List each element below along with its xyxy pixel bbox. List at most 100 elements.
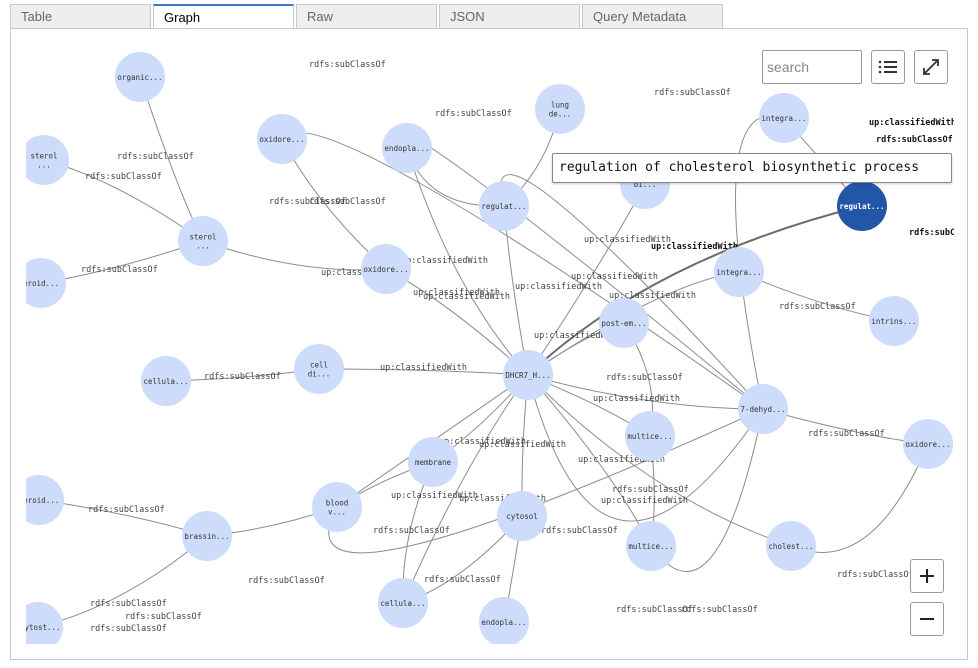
node-circle[interactable] <box>182 511 232 561</box>
graph-edge <box>527 374 764 410</box>
node-circle[interactable] <box>535 84 585 134</box>
edge-label: up:classifiedWith <box>391 491 478 501</box>
node-circle[interactable] <box>378 578 428 628</box>
graph-node-cellula1[interactable]: cellula... <box>141 356 191 406</box>
node-circle[interactable] <box>869 296 919 346</box>
graph-node-integra2[interactable]: integra... <box>714 247 764 297</box>
node-circle[interactable] <box>294 344 344 394</box>
graph-node-multice1[interactable]: multice... <box>625 411 675 461</box>
graph-node-cellula2[interactable]: cellula... <box>378 578 428 628</box>
edge-label: up:classifiedWith <box>869 117 956 128</box>
edge-label: up:classifiedWith <box>584 235 671 245</box>
graph-node-intrins[interactable]: intrins... <box>869 296 919 346</box>
search-input[interactable] <box>762 50 862 84</box>
tab-table[interactable]: Table <box>10 4 151 28</box>
node-label: brassin... <box>184 532 229 541</box>
graph-node-bloodv[interactable]: bloodv... <box>312 482 362 532</box>
node-circle[interactable] <box>497 491 547 541</box>
node-circle[interactable] <box>382 123 432 173</box>
graph-node-oxidore3[interactable]: oxidore... <box>903 419 953 469</box>
graph-node-organic[interactable]: organic... <box>115 52 165 102</box>
node-label: cell <box>310 361 328 370</box>
node-circle[interactable] <box>625 411 675 461</box>
graph-node-multice2[interactable]: multice... <box>626 521 676 571</box>
node-circle[interactable] <box>766 521 816 571</box>
graph-node-oxidore1[interactable]: oxidore... <box>257 114 307 164</box>
node-circle[interactable] <box>13 602 63 652</box>
graph-node-sterol1[interactable]: sterol... <box>19 135 69 185</box>
node-circle[interactable] <box>16 258 66 308</box>
zoom-in-button[interactable] <box>910 559 944 593</box>
node-label: phytost... <box>15 623 60 632</box>
edge-label: rdfs:subClassOf <box>248 576 325 586</box>
list-icon <box>878 60 897 74</box>
graph-node-cytosol[interactable]: cytosol <box>497 491 547 541</box>
node-circle[interactable] <box>479 597 529 647</box>
node-circle[interactable] <box>408 437 458 487</box>
fullscreen-button[interactable] <box>914 50 948 84</box>
graph-node-postem[interactable]: post-em... <box>599 298 649 348</box>
edge-label: rdfs:subClassOf <box>81 265 158 275</box>
node-label: integra... <box>761 114 806 123</box>
node-circle[interactable] <box>599 298 649 348</box>
graph-edge <box>402 374 529 604</box>
node-circle[interactable] <box>479 181 529 231</box>
node-tooltip: regulation of cholesterol biosynthetic p… <box>552 153 952 183</box>
graph-node-sterol2[interactable]: sterol... <box>178 216 228 266</box>
edge-label: rdfs:subClassOf <box>808 429 885 439</box>
graph-edge <box>328 408 764 554</box>
edge-label: up:classifiedWith <box>423 292 510 302</box>
node-label: cytosol <box>506 512 538 521</box>
node-circle[interactable] <box>759 93 809 143</box>
expand-icon <box>923 59 939 75</box>
graph-node-celldi[interactable]: celldi... <box>294 344 344 394</box>
tab-graph[interactable]: Graph <box>153 4 294 29</box>
node-circle[interactable] <box>178 216 228 266</box>
node-circle[interactable] <box>141 356 191 406</box>
edge-label: rdfs:subClassOf <box>309 197 386 207</box>
node-label: multice... <box>627 432 672 441</box>
node-circle[interactable] <box>714 247 764 297</box>
graph-node-lung[interactable]: lungde... <box>535 84 585 134</box>
node-circle[interactable] <box>503 350 553 400</box>
edge-label: up:classifiedWith <box>401 256 488 266</box>
node-circle[interactable] <box>361 244 411 294</box>
node-circle[interactable] <box>903 419 953 469</box>
graph-node-regulat1[interactable]: regulat... <box>479 181 529 231</box>
graph-node-phytost[interactable]: phytost... <box>13 602 63 652</box>
list-button[interactable] <box>871 50 905 84</box>
graph-node-endopla1[interactable]: endopla... <box>382 123 432 173</box>
edge-label: up:classifiedWith <box>380 363 467 373</box>
graph-node-membrane[interactable]: membrane <box>408 437 458 487</box>
node-label: sterol <box>30 152 57 161</box>
edge-label: up:classifiedWith <box>413 288 500 298</box>
tab-query-metadata[interactable]: Query Metadata <box>582 4 723 28</box>
edge-label: up:classifiedWith <box>578 455 665 465</box>
graph-node-regulat2[interactable]: regulat... <box>837 181 887 231</box>
edge-label: rdfs:subClassOf <box>424 575 501 585</box>
graph-node-eroid[interactable]: eroid... <box>16 258 66 308</box>
zoom-out-button[interactable] <box>910 602 944 636</box>
tab-json[interactable]: JSON <box>439 4 580 28</box>
graph-node-brassin[interactable]: brassin... <box>182 511 232 561</box>
graph-node-dhcr7[interactable]: DHCR7_H... <box>503 350 553 400</box>
node-circle[interactable] <box>115 52 165 102</box>
graph-node-dehyd[interactable]: 7-dehyd... <box>738 384 788 434</box>
graph-canvas[interactable]: rdfs:subClassOf rdfs:subClassOf rdfs:subCl… <box>11 29 968 660</box>
graph-node-integra1[interactable]: integra... <box>759 93 809 143</box>
graph-node-teroid[interactable]: teroid... <box>14 475 64 525</box>
node-circle[interactable] <box>14 475 64 525</box>
node-circle[interactable] <box>312 482 362 532</box>
graph-node-oxidore2[interactable]: oxidore... <box>361 244 411 294</box>
minus-icon <box>920 618 934 620</box>
node-circle[interactable] <box>19 135 69 185</box>
node-circle[interactable] <box>837 181 887 231</box>
edge-label: up:classifiedWith <box>609 291 696 301</box>
node-circle[interactable] <box>626 521 676 571</box>
node-circle[interactable] <box>738 384 788 434</box>
graph-node-endopla2[interactable]: endopla... <box>479 597 529 647</box>
graph-node-cholest[interactable]: cholest... <box>766 521 816 571</box>
node-label: intrins... <box>871 317 916 326</box>
tab-raw[interactable]: Raw <box>296 4 437 28</box>
node-circle[interactable] <box>257 114 307 164</box>
